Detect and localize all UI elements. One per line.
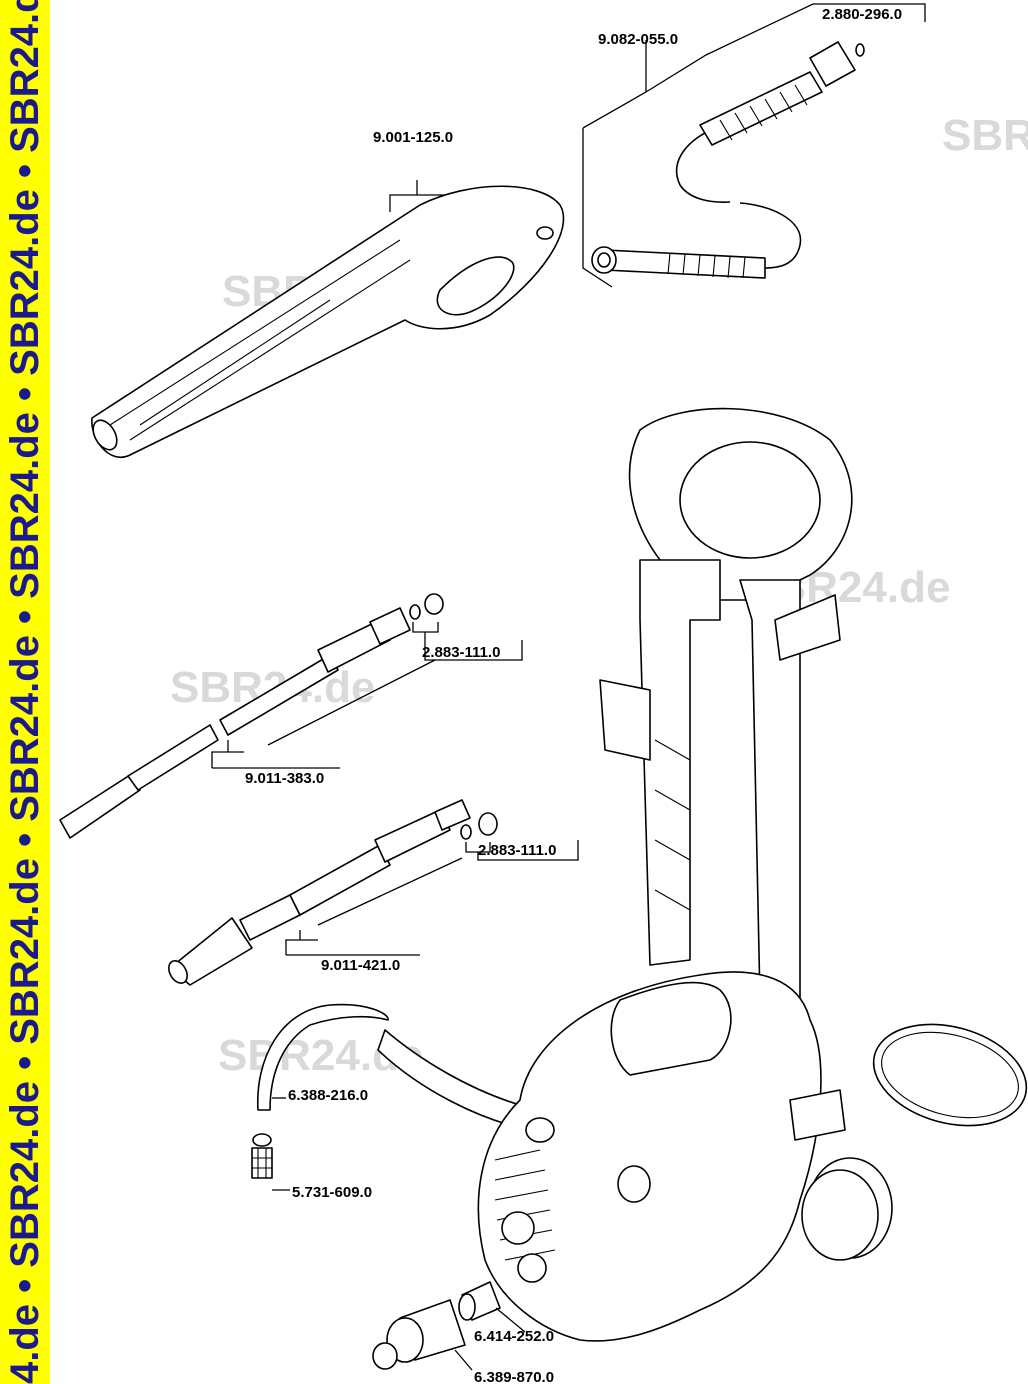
part-number-label: 6.414-252.0 [474,1328,554,1345]
spray-gun-drawing [91,180,565,458]
part-number-label: 6.388-216.0 [288,1087,368,1104]
part-number-label: 6.389-870.0 [474,1369,554,1384]
part-number-label: 9.001-125.0 [373,129,453,146]
part-number-label: 2.880-296.0 [822,6,902,23]
spray-lance-drawing [59,593,523,839]
part-number-label: 9.082-055.0 [598,31,678,48]
part-number-label: 9.011-421.0 [321,957,400,974]
hose-assembly-drawing [582,3,926,288]
part-number-label: 2.883-111.0 [478,842,556,859]
rotary-nozzle-lance-drawing [168,799,579,986]
sidebar-watermark-strip: 4.de • SBR24.de • SBR24.de • SBR24.de • … [0,0,50,1384]
part-number-label: 9.011-383.0 [245,770,324,787]
watermark-1: SBR24.de [942,111,1028,160]
part-number-label: 2.883-111.0 [422,644,500,661]
pressure-washer-body-drawing [477,407,1028,1342]
water-coupling-drawing [372,1281,526,1371]
part-number-label: 5.731-609.0 [292,1184,372,1201]
